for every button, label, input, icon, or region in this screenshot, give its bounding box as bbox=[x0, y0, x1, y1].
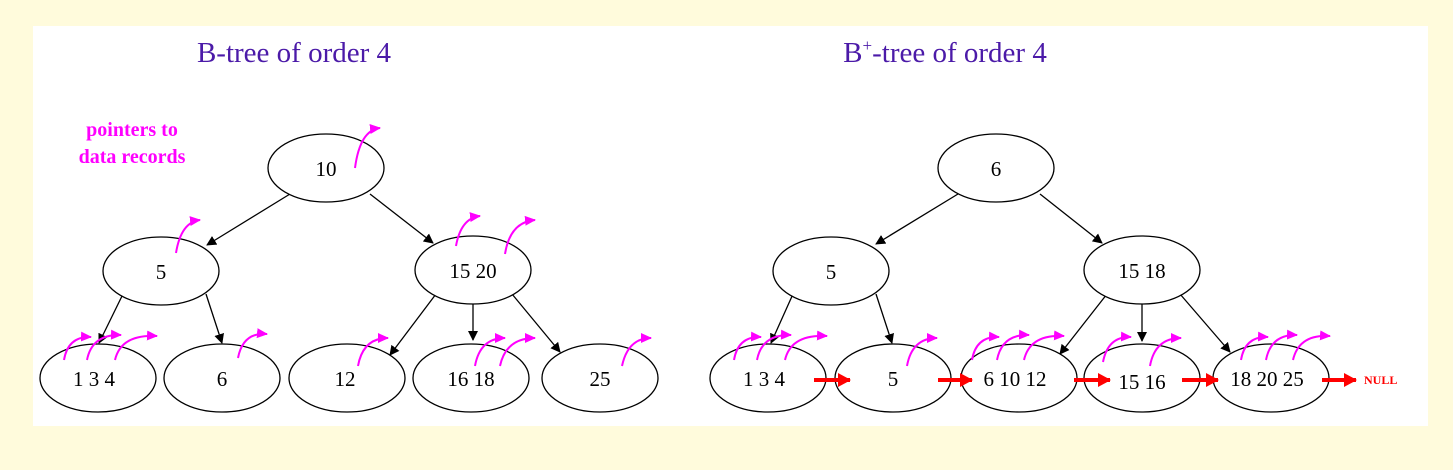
bplus-leaf-key: 18 20 25 bbox=[1230, 367, 1304, 391]
bplus-internal-node bbox=[772, 236, 890, 306]
edge-1520-leaf5 bbox=[511, 293, 561, 353]
record-pointer-icon bbox=[1240, 331, 1269, 361]
btree-internal-node bbox=[102, 236, 220, 306]
btree-leaf-key: 6 bbox=[217, 367, 228, 391]
record-pointer-icon bbox=[504, 215, 536, 255]
null-label: NULL bbox=[1364, 373, 1397, 387]
btree-diagram: B-tree of order 4 pointers to data recor… bbox=[39, 37, 659, 413]
record-pointer-icon bbox=[1102, 331, 1132, 363]
bplus-leaf-key: 5 bbox=[888, 367, 899, 391]
record-pointer-icon bbox=[1265, 329, 1298, 361]
bplus-internal-key: 15 18 bbox=[1118, 259, 1165, 283]
record-pointer-icon bbox=[114, 330, 158, 361]
record-pointer-icon bbox=[1149, 333, 1182, 367]
edge-5-leaf1 bbox=[98, 293, 124, 344]
edge-1518-leaf3 bbox=[1059, 293, 1108, 355]
btree-title: B-tree of order 4 bbox=[197, 37, 392, 69]
btree-leaf-key: 1 3 4 bbox=[73, 367, 116, 391]
callout-line-1: pointers to bbox=[86, 119, 178, 141]
btree-leaf-node bbox=[163, 343, 281, 413]
edge-root-right bbox=[369, 193, 434, 244]
edge-root-left bbox=[206, 193, 291, 246]
bplus-leaf-key: 1 3 4 bbox=[743, 367, 786, 391]
btree-leaf-node bbox=[541, 343, 659, 413]
record-pointer-icon bbox=[354, 124, 381, 169]
record-pointer-icon bbox=[621, 333, 652, 367]
btree-root-node bbox=[267, 133, 385, 203]
btree-internal-node bbox=[414, 235, 532, 305]
record-pointer-icon bbox=[175, 216, 201, 254]
btree-leaf-key: 12 bbox=[335, 367, 356, 391]
bplus-tree-diagram: B+-tree of order 4 6 5 15 18 1 3 4 5 6 1… bbox=[709, 36, 1397, 413]
edge-5-leaf1 bbox=[770, 293, 794, 344]
record-pointer-icon bbox=[971, 331, 1000, 361]
callout-line-2: data records bbox=[79, 146, 186, 168]
btree-internal-key: 15 20 bbox=[449, 259, 496, 283]
record-pointer-icon bbox=[1023, 330, 1065, 361]
bplus-root-key: 6 bbox=[991, 157, 1002, 181]
record-pointer-icon bbox=[357, 333, 389, 367]
record-pointer-icon bbox=[237, 328, 268, 359]
edge-root-right bbox=[1039, 193, 1103, 244]
record-pointer-icon bbox=[784, 330, 828, 361]
record-pointer-icon bbox=[474, 333, 506, 367]
bplus-leaf-key: 6 10 12 bbox=[984, 367, 1047, 391]
record-pointer-icon bbox=[86, 329, 122, 361]
record-pointer-icon bbox=[996, 329, 1030, 361]
bplus-root-node bbox=[937, 133, 1055, 203]
btree-internal-key: 5 bbox=[156, 260, 167, 284]
bplus-title: B+-tree of order 4 bbox=[843, 36, 1047, 69]
record-pointer-icon bbox=[756, 329, 792, 361]
bplus-leaf-key: 15 16 bbox=[1118, 370, 1165, 394]
edge-root-left bbox=[875, 193, 959, 245]
record-pointer-icon bbox=[499, 333, 536, 367]
btree-leaf-key: 16 18 bbox=[447, 367, 494, 391]
edge-1518-leaf5 bbox=[1179, 293, 1231, 353]
edge-5-leaf2 bbox=[875, 293, 894, 344]
bplus-internal-key: 5 bbox=[826, 260, 837, 284]
edge-5-leaf2 bbox=[205, 293, 224, 344]
record-pointer-icon bbox=[906, 333, 938, 367]
record-pointer-icon bbox=[455, 212, 481, 247]
record-pointer-icon bbox=[1292, 330, 1331, 361]
btree-leaf-node bbox=[39, 343, 157, 413]
edge-1520-leaf3 bbox=[389, 293, 437, 356]
record-pointer-icon bbox=[63, 331, 92, 361]
record-pointer-icon bbox=[733, 331, 762, 361]
btree-root-key: 10 bbox=[316, 157, 337, 181]
btree-leaf-key: 25 bbox=[590, 367, 611, 391]
btree-leaf-node bbox=[288, 343, 406, 413]
bplus-internal-node bbox=[1083, 235, 1201, 305]
btree-leaf-node bbox=[412, 343, 530, 413]
